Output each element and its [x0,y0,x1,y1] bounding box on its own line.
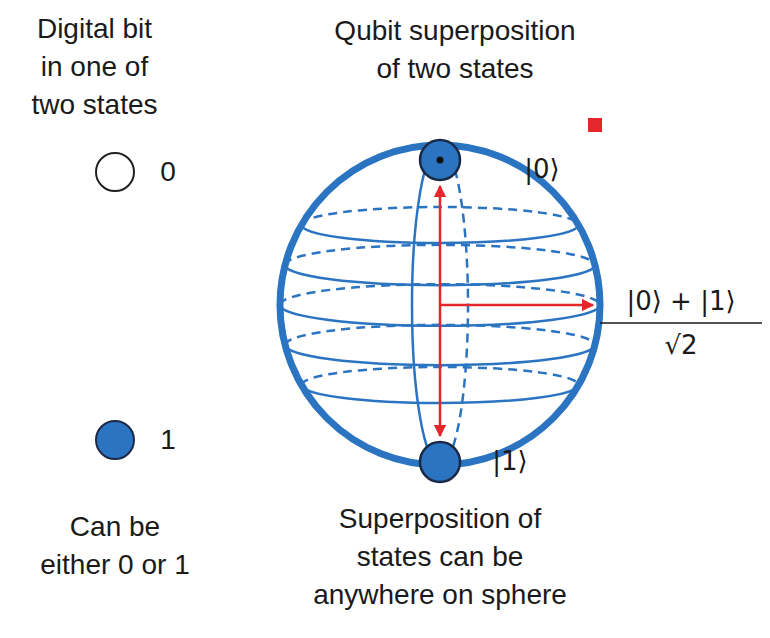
sphere-outline [280,145,600,465]
ket-label: |1⟩ [492,444,527,479]
state-arrow [439,186,442,305]
fraction-denominator: √2 [664,328,697,363]
bit-heading: Digital bit in one of two states [27,10,162,123]
pole-center [437,157,444,164]
meridian-front [412,145,440,465]
bit-value: 0 [160,153,176,191]
pole-dot [420,140,460,180]
fraction-numerator: |0⟩ + |1⟩ [626,284,735,319]
state-arrow [440,304,593,307]
fraction-bar [600,322,762,324]
ket-label: |0⟩ [524,152,559,187]
sphere [280,145,600,465]
bit-note: Can be either 0 or 1 [35,508,195,584]
red-square [588,118,602,132]
state-arrow [439,305,442,436]
bit-one-circle [96,421,134,459]
pole-dot [420,442,460,482]
bit-zero-circle [96,153,134,191]
sphere-note: Superposition of states can be anywhere … [302,500,578,613]
qubit-heading: Qubit superposition of two states [320,12,590,88]
bit-value: 1 [160,421,176,459]
